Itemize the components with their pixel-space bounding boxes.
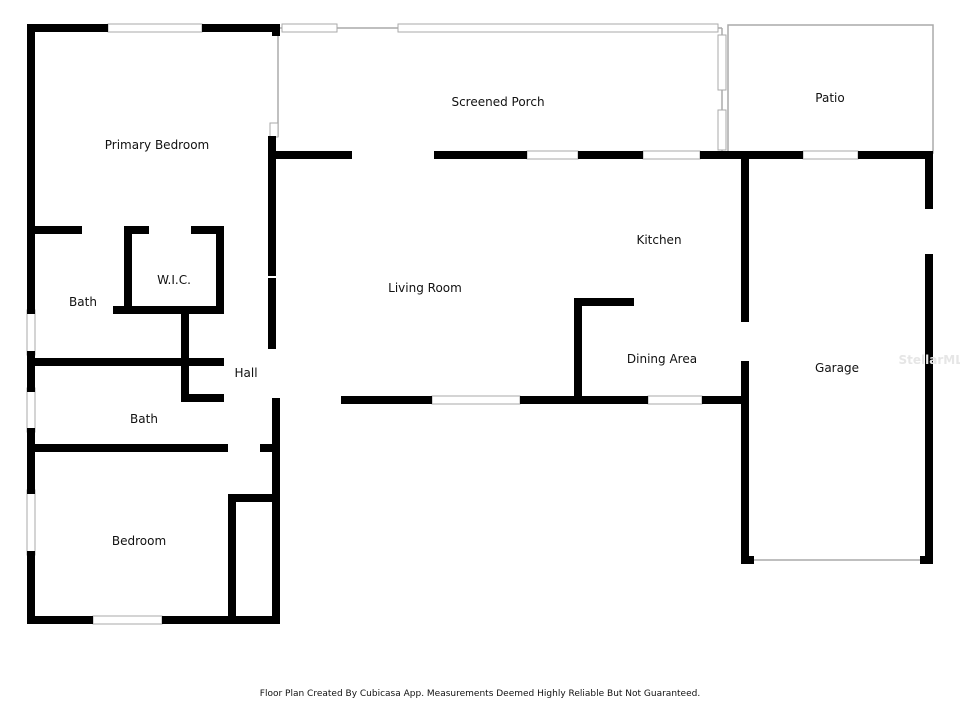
footer-disclaimer: Floor Plan Created By Cubicasa App. Meas… [259, 689, 701, 699]
walls [27, 24, 933, 624]
room-label-bath: Bath [69, 295, 97, 309]
room-label-bath: Bath [130, 412, 158, 426]
room-label-patio: Patio [815, 91, 845, 105]
thin-walls [277, 24, 934, 561]
room-label-garage: Garage [815, 361, 859, 375]
room-label-dining-area: Dining Area [626, 352, 698, 366]
watermark: StellarMLS [898, 353, 960, 367]
room-label-wic: W.I.C. [157, 273, 191, 287]
room-label-living-room: Living Room [388, 281, 462, 295]
room-label-primary-bedroom: Primary Bedroom [104, 138, 210, 152]
room-label-hall: Hall [234, 366, 258, 380]
room-label-screened-porch: Screened Porch [451, 95, 545, 109]
room-label-kitchen: Kitchen [636, 233, 682, 247]
patio-outline [727, 24, 934, 154]
room-label-bedroom: Bedroom [111, 534, 167, 548]
